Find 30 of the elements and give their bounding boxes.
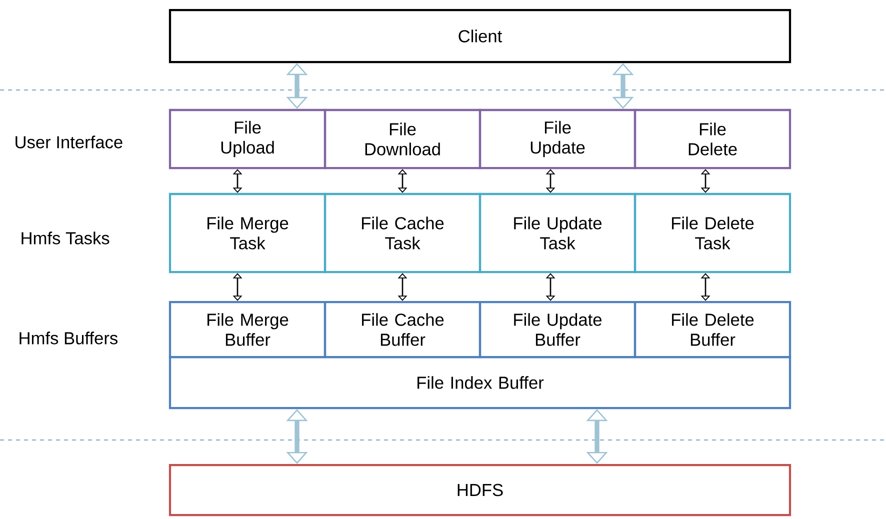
task-cell: File Merge Task <box>168 192 326 274</box>
row-label: User Interface <box>16 136 122 148</box>
task-cell: File Update Task <box>478 192 636 274</box>
buffer-cell: File Delete Buffer <box>634 300 792 358</box>
double-arrow <box>612 63 634 109</box>
buffer-cell: File Cache Buffer <box>324 300 482 358</box>
buffer-cell: File Merge Buffer <box>168 300 326 358</box>
row-label: Hmfs Buffers <box>20 332 118 344</box>
interface-cell: File Download <box>324 108 482 170</box>
double-arrow <box>286 63 308 109</box>
hdfs-box: HDFS <box>168 464 792 516</box>
double-arrow <box>700 169 710 193</box>
double-arrow <box>286 409 308 464</box>
interface-cell: File Upload <box>168 108 326 170</box>
double-arrow <box>232 169 242 193</box>
row-label: Hmfs Tasks <box>22 232 110 244</box>
double-arrow <box>232 273 242 301</box>
double-arrow <box>700 273 710 301</box>
double-arrow <box>546 273 556 301</box>
interface-cell: File Update <box>478 108 636 170</box>
double-arrow <box>398 169 408 193</box>
task-cell: File Cache Task <box>324 192 482 274</box>
interface-cell: File Delete <box>634 108 792 170</box>
double-arrow <box>546 169 556 193</box>
double-arrow <box>586 409 608 464</box>
task-cell: File Delete Task <box>634 192 792 274</box>
double-arrow <box>398 273 408 301</box>
client-box: Client <box>168 8 792 64</box>
buffer-cell: File Update Buffer <box>478 300 636 358</box>
index-buffer-box: File Index Buffer <box>168 356 792 410</box>
